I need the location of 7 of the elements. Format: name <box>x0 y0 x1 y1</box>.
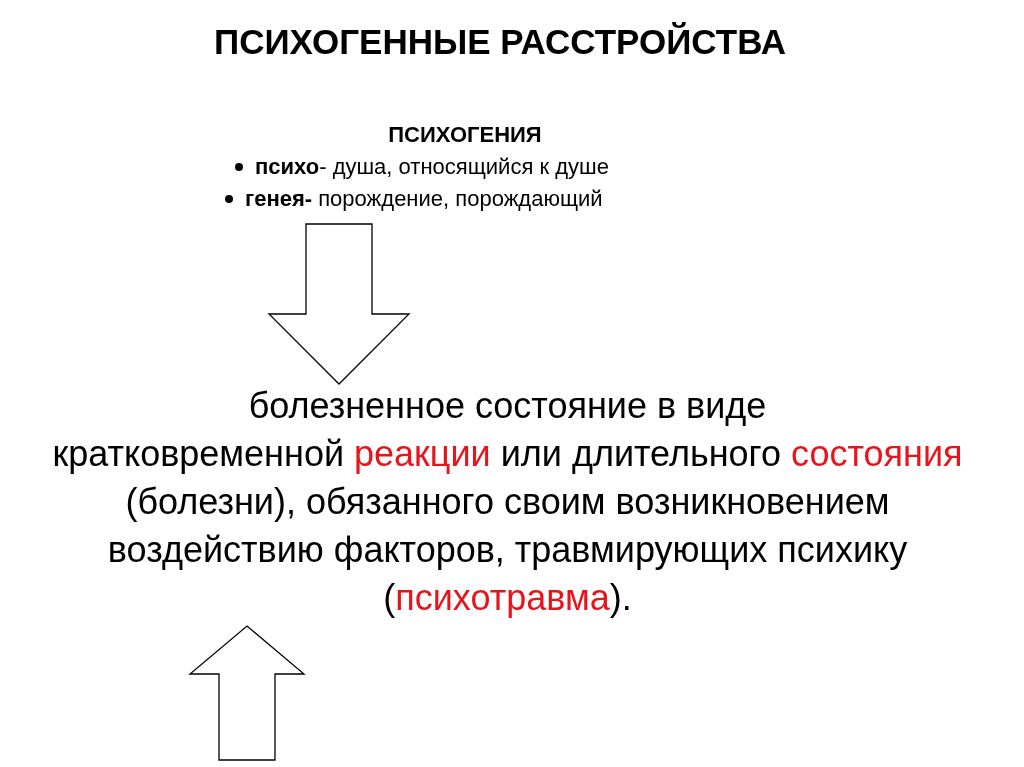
title: ПСИХОГЕННЫЕ РАССТРОЙСТВА <box>213 22 787 62</box>
bullet-item: генея- порождение, порождающий <box>225 186 825 212</box>
bullet-item: психо- душа, относящийся к душе <box>235 154 825 180</box>
term-heading: ПСИХОГЕНИЯ <box>387 122 543 148</box>
block-arrow <box>188 625 306 761</box>
description-text: болезненное состояние в виде кратковременной реакции или длительного состояния (болезни), обязанного своим возникновением воздействию факторов, травмирующих психику (психотравма). <box>30 382 985 622</box>
block-arrow <box>267 223 411 385</box>
